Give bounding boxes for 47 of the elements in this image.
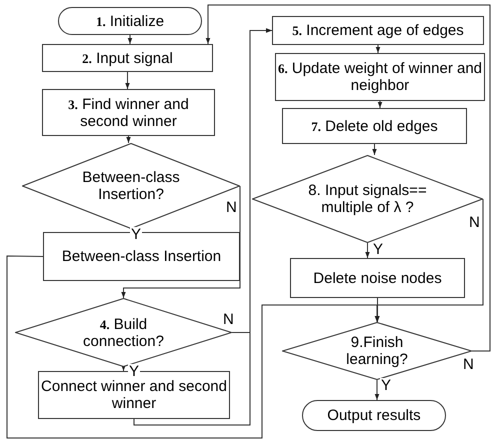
step-text: 3. Find winner and second winner: [67, 96, 190, 130]
step-text: Output results: [327, 407, 421, 424]
step-text: 1. Initialize: [96, 12, 164, 30]
arrow: [128, 34, 132, 44]
step-text: Connect winner and second winner: [40, 378, 228, 412]
step-text: Between-class Insertion?: [81, 169, 181, 203]
arrow: [376, 44, 380, 54]
process-box: [42, 89, 215, 136]
decision-diamond: [22, 143, 240, 229]
step-text: 7. Delete old edges: [311, 118, 438, 134]
decision-diamond: [15, 298, 232, 367]
step-text: 5. Increment age of edges: [292, 22, 464, 39]
arrow: [365, 242, 370, 258]
step-text: 6. Update weight of winner and neighbor: [276, 60, 484, 94]
arrow: [121, 365, 126, 372]
arrow: [126, 136, 131, 144]
arrow: [375, 298, 380, 322]
arrow: [372, 144, 377, 156]
edge-label: Y: [372, 242, 384, 257]
step-text: 8. Input signals== multiple of λ ?: [307, 182, 428, 216]
process-box: [282, 108, 467, 144]
decision-diamond: [282, 322, 472, 380]
arrow: [374, 380, 380, 400]
process-box: [275, 53, 485, 101]
edge-label: N: [222, 312, 235, 327]
edge-label: Y: [380, 378, 392, 393]
edge-label: N: [462, 357, 475, 372]
step-text: 4. Build connection?: [82, 316, 165, 350]
arrow: [6, 256, 380, 438]
edge-label: Y: [128, 364, 140, 379]
arrow: [125, 72, 130, 90]
step-text: 2. Input signal: [82, 50, 173, 66]
arrow: [374, 198, 484, 322]
edge-label: N: [225, 200, 238, 215]
process-box: [272, 16, 484, 45]
step-text: Delete noise nodes: [313, 270, 442, 286]
arrow: [378, 100, 382, 108]
arrow: [206, 4, 490, 352]
edge-label: N: [468, 215, 481, 230]
process-box: [290, 258, 465, 298]
step-text: Between-class Insertion: [62, 248, 222, 265]
arrow: [121, 186, 240, 298]
step-text: 9.Finish learning?: [345, 334, 409, 368]
decision-diamond: [252, 155, 483, 243]
arrow: [134, 28, 272, 426]
process-box: [42, 44, 213, 72]
edge-label: Y: [130, 227, 142, 242]
